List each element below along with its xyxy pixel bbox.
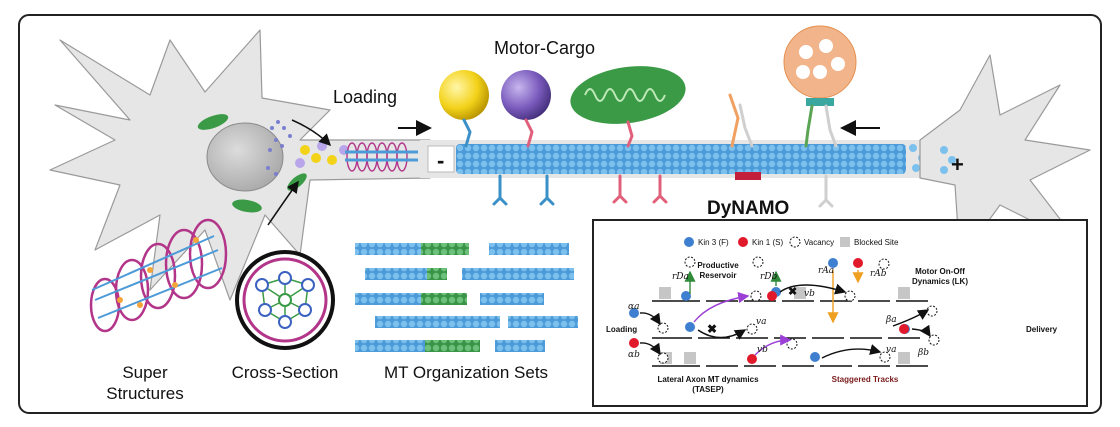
motor-onoff-label-line1: Motor On-Off [915, 267, 965, 276]
mt-organization-label: MT Organization Sets [384, 363, 548, 382]
cross-section-label: Cross-Section [232, 363, 339, 382]
legend-vacancy-marker [789, 236, 801, 248]
panel-loading-label: Loading [606, 325, 637, 334]
mitochondrion-2 [232, 199, 262, 213]
symbol-rA-b: rAb [870, 269, 887, 279]
yellow-cargo [439, 70, 489, 120]
legend-kin1: Kin 1 (S) [752, 238, 783, 247]
productive-reservoir-label-line1: Productive [697, 261, 739, 270]
motor-cargo-label: Motor-Cargo [494, 38, 595, 58]
blocked-transition-x-2: ✖ [788, 286, 797, 298]
blocked-sites [659, 287, 910, 364]
dynamo-title: DyNAMO [707, 198, 789, 219]
motor-onoff-label-line2: Dynamics (LK) [912, 277, 968, 286]
symbol-rA-a: rAa [818, 266, 834, 276]
super-structures-label-line2: Structures [106, 384, 183, 403]
neuron-soma [49, 29, 431, 301]
symbol-beta-a: βa [885, 315, 897, 325]
tau-protein [735, 172, 761, 180]
microtubule [456, 144, 906, 174]
symbol-v-b: vb [804, 289, 815, 299]
legend-blocked-marker [840, 237, 850, 247]
mt-organization-sets [355, 243, 578, 352]
panel-legend: Kin 3 (F) Kin 1 (S) Vacancy Blocked Site [684, 236, 899, 248]
mitochondrion-cargo [570, 66, 686, 124]
cross-section-illustration [235, 250, 335, 350]
productive-reservoir-label-line2: Reservoir [700, 271, 737, 280]
mitochondrion-1 [197, 114, 229, 130]
nucleus [206, 122, 284, 192]
blocked-transition-x: ✖ [707, 322, 717, 336]
legend-kin3: Kin 3 (F) [698, 238, 729, 247]
lateral-axon-label-line1: Lateral Axon MT dynamics [657, 375, 759, 384]
minus-end-label: - [437, 148, 444, 173]
legend-vacancy: Vacancy [804, 238, 834, 247]
vacancies [657, 256, 940, 364]
lateral-axon-label-line2: (TASEP) [692, 385, 724, 394]
panel-delivery-label: Delivery [1026, 325, 1058, 334]
symbol-v-a: va [756, 317, 766, 327]
legend-kin1-marker [738, 237, 748, 247]
symbol-v-a2: va [886, 345, 896, 355]
symbol-v-b2: vb [757, 345, 768, 355]
symbol-alpha-a: αa [628, 302, 639, 312]
symbol-rD-b: rDb [760, 272, 778, 282]
symbol-alpha-b: αb [628, 350, 640, 360]
staggered-tracks-label: Staggered Tracks [832, 375, 899, 384]
dynamo-panel [592, 219, 1088, 407]
plus-end-label: + [951, 152, 964, 177]
symbol-rD-a: rDa [672, 272, 689, 282]
legend-kin3-marker [684, 237, 694, 247]
super-structures-label-line1: Super [122, 363, 168, 382]
super-structures-illustration [89, 218, 228, 333]
loading-label: Loading [333, 87, 397, 107]
legend-blocked: Blocked Site [854, 238, 899, 247]
minus-end-box [427, 145, 455, 173]
axon-terminal [919, 54, 1091, 261]
kin1-particles [629, 258, 909, 364]
symbol-beta-b: βb [917, 348, 929, 358]
vesicle-cargo [783, 25, 857, 106]
purple-cargo [501, 70, 551, 120]
